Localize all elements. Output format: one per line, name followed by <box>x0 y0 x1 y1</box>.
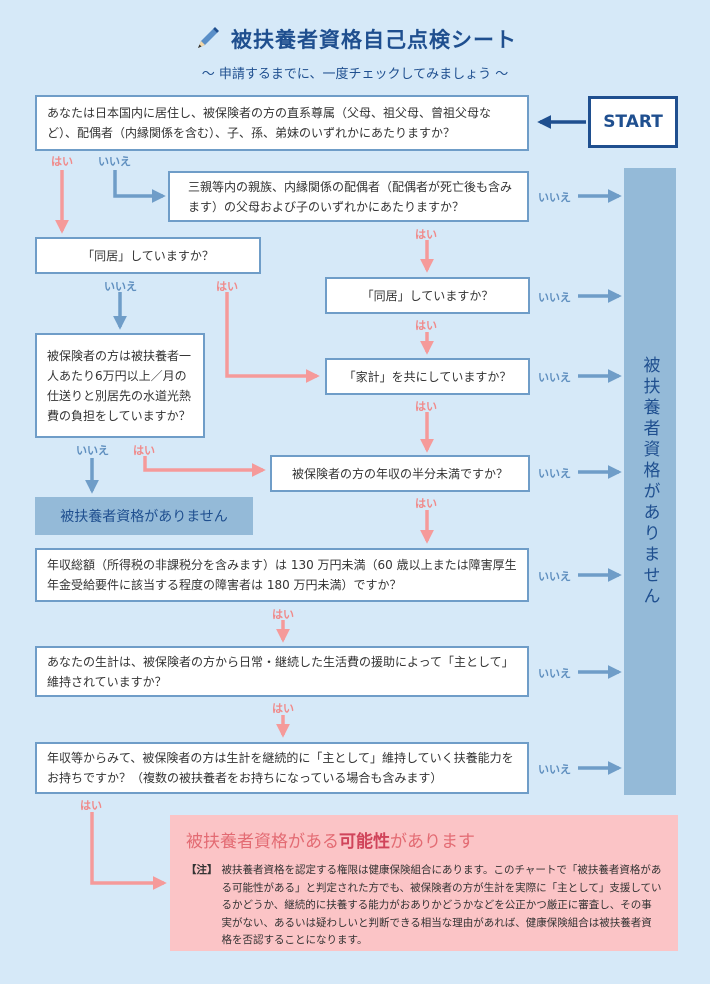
question-7: 被保険者の方の年収の半分未満ですか？ <box>270 455 530 492</box>
label-q2-no: いいえ <box>538 191 571 204</box>
page-subtitle: 〜 申請するまでに、一度チェックしてみましょう 〜 <box>201 67 509 82</box>
label-q10-no: いいえ <box>538 763 571 776</box>
arrow-q3-yes <box>225 292 320 383</box>
label-q1-no: いいえ <box>98 155 131 168</box>
question-1: あなたは日本国内に居住し、被保険者の方の直系尊属（父母、祖父母、曾祖父母など）、… <box>35 95 529 151</box>
question-3: 「同居」していますか？ <box>35 237 261 274</box>
question-8: 年収総額（所得税の非課税分を含みます）は 130 万円未満（60 歳以上または障… <box>35 548 529 602</box>
label-q4-yes: はい <box>415 319 437 332</box>
question-10: 年収等からみて、被保険者の方は生計を継続的に「主として」維持していく扶養能力をお… <box>35 742 529 794</box>
question-2: 三親等内の親族、内縁関係の配偶者（配偶者が死亡後も含みます）の父母および子のいず… <box>168 171 529 222</box>
page-title: 被扶養者資格自己点検シート <box>0 24 710 58</box>
question-5: 被保険者の方は被扶養者一人あたり6万円以上／月の仕送りと別居先の水道光熱費の負担… <box>35 333 205 438</box>
question-9: あなたの生計は、被保険者の方から日常・継続した生活費の援助によって「主として」維… <box>35 646 529 697</box>
label-q9-yes: はい <box>272 702 294 715</box>
question-6: 「家計」を共にしていますか？ <box>325 358 530 395</box>
label-q3-yes: はい <box>216 280 238 293</box>
arrow-q1-no <box>113 170 166 203</box>
label-q8-no: いいえ <box>538 570 571 583</box>
no-eligibility-column-text: 被扶養者資格がありません <box>639 355 660 608</box>
label-q9-no: いいえ <box>538 667 571 680</box>
arrow-q5-yes <box>143 456 266 477</box>
label-q3-no: いいえ <box>104 280 137 293</box>
label-q10-yes: はい <box>80 799 102 812</box>
no-eligibility-column: 被扶養者資格がありません <box>624 168 676 795</box>
label-q8-yes: はい <box>272 608 294 621</box>
label-q4-no: いいえ <box>538 291 571 304</box>
result-title: 被扶養者資格がある可能性があります <box>186 827 662 852</box>
label-q7-yes: はい <box>415 497 437 510</box>
note-label: 【注】 <box>186 864 218 876</box>
label-q6-no: いいえ <box>538 371 571 384</box>
result-title-pre: 被扶養者資格がある <box>186 832 339 852</box>
title-text: 被扶養者資格自己点検シート <box>231 28 517 52</box>
label-q1-yes: はい <box>51 155 73 168</box>
label-q7-no: いいえ <box>538 467 571 480</box>
label-q6-yes: はい <box>415 400 437 413</box>
question-4: 「同居」していますか？ <box>325 277 530 314</box>
label-q5-no: いいえ <box>76 444 109 457</box>
arrow-q10-yes <box>90 812 167 890</box>
note-text: 被扶養者資格を認定する権限は健康保険組合にあります。このチャートで「被扶養者資格… <box>221 864 662 946</box>
result-box: 被扶養者資格がある可能性があります 【注】 被扶養者資格を認定する権限は健康保険… <box>170 815 678 951</box>
pencil-icon <box>193 25 221 58</box>
result-note: 【注】 被扶養者資格を認定する権限は健康保険組合にあります。このチャートで「被扶… <box>186 862 662 950</box>
label-q2-yes: はい <box>415 228 437 241</box>
start-box: START <box>588 96 678 148</box>
label-q5-yes: はい <box>133 444 155 457</box>
result-title-post: があります <box>390 832 475 852</box>
result-title-emphasis: 可能性 <box>339 832 390 852</box>
no-eligibility-box: 被扶養者資格がありません <box>35 497 253 535</box>
